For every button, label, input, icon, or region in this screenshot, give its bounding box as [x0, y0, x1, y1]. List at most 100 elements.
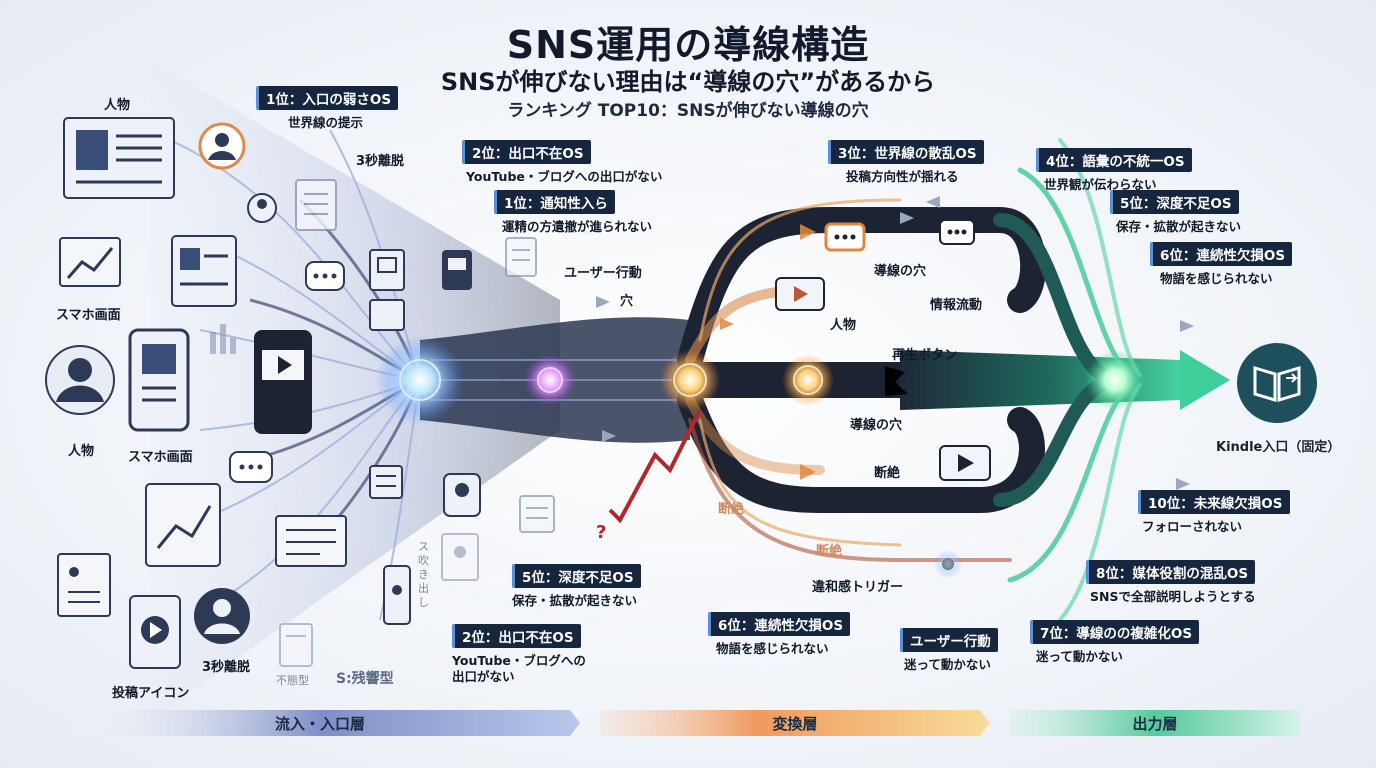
- label-person-mid: 人物: [830, 318, 857, 333]
- layer-bar-transform: [600, 710, 990, 736]
- flow-arrows: [596, 196, 1194, 490]
- smartphone-icon: [128, 328, 190, 432]
- transform-node: [660, 350, 720, 410]
- chat-bubble-icon: [939, 219, 975, 245]
- rank-tag: 1位：通知性入ら: [494, 190, 615, 214]
- layer-transform: 変換層: [772, 715, 818, 733]
- document-icon: [279, 623, 313, 667]
- video-icon: [254, 330, 312, 434]
- avatar-icon: [247, 193, 277, 223]
- label-break-mid: 断絶: [874, 466, 901, 481]
- rank-desc: 保存・拡散が起きない: [512, 593, 638, 608]
- label-kindle: Kindle入口（固定）: [1216, 440, 1341, 455]
- label-discomfort: 違和感トリガー: [812, 580, 904, 595]
- video-icon: [939, 445, 991, 481]
- hole-mark: [885, 366, 908, 396]
- layer-output: 出力層: [1132, 715, 1178, 733]
- rank-desc: SNSで全部説明しようとする: [1090, 589, 1256, 604]
- label-user-action: ユーザー行動: [564, 266, 642, 281]
- rank-tag: ユーザー行動: [900, 628, 998, 652]
- avatar-icon: [45, 345, 115, 415]
- label-person-top: 人物: [104, 98, 131, 113]
- label-question: ?: [596, 522, 607, 543]
- label-s-type: S:残響型: [336, 671, 394, 687]
- play-icon: [129, 595, 181, 669]
- label-smartphone-bottom: スマホ画面: [128, 450, 193, 465]
- rank-tag: 6位：連続性欠損OS: [1150, 242, 1293, 266]
- document-icon: [505, 237, 537, 277]
- label-unknown-type: 不態型: [276, 674, 309, 687]
- smartphone-icon: [383, 565, 411, 625]
- rank-desc: 物語を感じられない: [716, 641, 829, 656]
- chat-bubble-icon: [824, 222, 866, 252]
- rank-tag: 2位：出口不在OS: [452, 624, 581, 648]
- rank-desc: 世界線の提示: [288, 115, 364, 130]
- document-icon: [63, 117, 175, 199]
- rank-desc: YouTube・ブログへの出口がない: [466, 169, 663, 184]
- rank-desc: フォローされない: [1142, 519, 1243, 534]
- chart-icon: [210, 324, 236, 354]
- rank-desc: 迷って動かない: [1036, 649, 1123, 664]
- document-icon: [442, 250, 472, 290]
- label-break-orange-2: 断絶: [816, 544, 843, 559]
- rank-desc: 運精の方遺撤が進られない: [502, 219, 653, 234]
- book-icon: [1237, 343, 1317, 423]
- label-hole-small: 穴: [620, 294, 634, 309]
- rank-tag: 5位：深度不足OS: [512, 564, 641, 588]
- chart-icon: [145, 483, 221, 567]
- label-person-left: 人物: [68, 444, 95, 459]
- document-icon: [441, 533, 479, 581]
- rank-tag: 1位：入口の弱さOS: [256, 86, 399, 110]
- page-title: SNS運用の導線構造: [506, 23, 870, 67]
- rank-desc: 保存・拡散が起きない: [1116, 219, 1242, 234]
- rank-desc: 迷って動かない: [904, 657, 991, 672]
- inflow-node: [376, 336, 464, 424]
- rank-tag: 3位：世界線の散乱OS: [828, 140, 984, 164]
- label-break-orange: 断絶: [718, 502, 745, 517]
- layer-bar-inflow: [60, 710, 580, 736]
- rank-desc: 投稿方向性が揺れる: [846, 169, 959, 184]
- smartphone-icon: [171, 235, 237, 307]
- avatar-icon: [443, 473, 481, 517]
- rank-tag: 7位：導線のの複雑化OS: [1030, 620, 1200, 644]
- chat-bubble-icon: [305, 261, 345, 291]
- label-three-sec-top: 3秒離脱: [356, 154, 405, 169]
- transform-node-2: [782, 354, 834, 406]
- rank-tag: 10位：未来線欠損OS: [1138, 490, 1290, 514]
- document-icon: [57, 553, 111, 617]
- label-hole-mid: 導線の穴: [850, 418, 903, 433]
- break-line: [608, 409, 702, 524]
- rank-tag: 8位：媒体役割の混乱OS: [1086, 560, 1256, 584]
- rank-tag: 4位：語彙の不統一OS: [1036, 148, 1192, 172]
- rank-tag: 2位：出口不在OS: [462, 140, 591, 164]
- label-smartphone-left: スマホ画面: [56, 308, 121, 323]
- label-play-button: 再生ボタン: [892, 348, 958, 363]
- label-info-flow: 情報流動: [930, 298, 983, 313]
- label-speech-bubble: ス吹き出し: [418, 540, 429, 609]
- video-icon: [775, 277, 825, 311]
- output-node: [1085, 350, 1145, 410]
- upload-icon: [1286, 373, 1299, 383]
- document-icon: [519, 495, 555, 533]
- label-hole-top: 導線の穴: [874, 264, 927, 279]
- label-three-sec-bottom: 3秒離脱: [202, 660, 251, 675]
- avatar-icon: [194, 588, 250, 644]
- document-icon: [369, 249, 405, 331]
- layer-bar-output: [1010, 710, 1300, 736]
- inflow-funnel: [150, 60, 560, 720]
- label-post-icon: 投稿アイコン: [112, 686, 190, 701]
- pink-node: [524, 354, 576, 406]
- rank-desc: 物語を感じられない: [1160, 271, 1273, 286]
- chat-bubble-icon: [229, 451, 273, 483]
- avatar-icon: [198, 122, 246, 170]
- document-icon: [295, 179, 337, 231]
- document-icon: [369, 465, 403, 499]
- output-arrowhead: [1180, 350, 1230, 410]
- rank-desc: 世界観が伝わらない: [1044, 177, 1157, 192]
- rank-tag: 5位：深度不足OS: [1110, 190, 1239, 214]
- layer-inflow: 流入・入口層: [274, 715, 365, 733]
- ranking-label: ランキング TOP10：SNSが伸びない導線の穴: [507, 101, 869, 121]
- rank-tag: 6位：連続性欠損OS: [708, 612, 851, 636]
- document-icon: [275, 515, 347, 567]
